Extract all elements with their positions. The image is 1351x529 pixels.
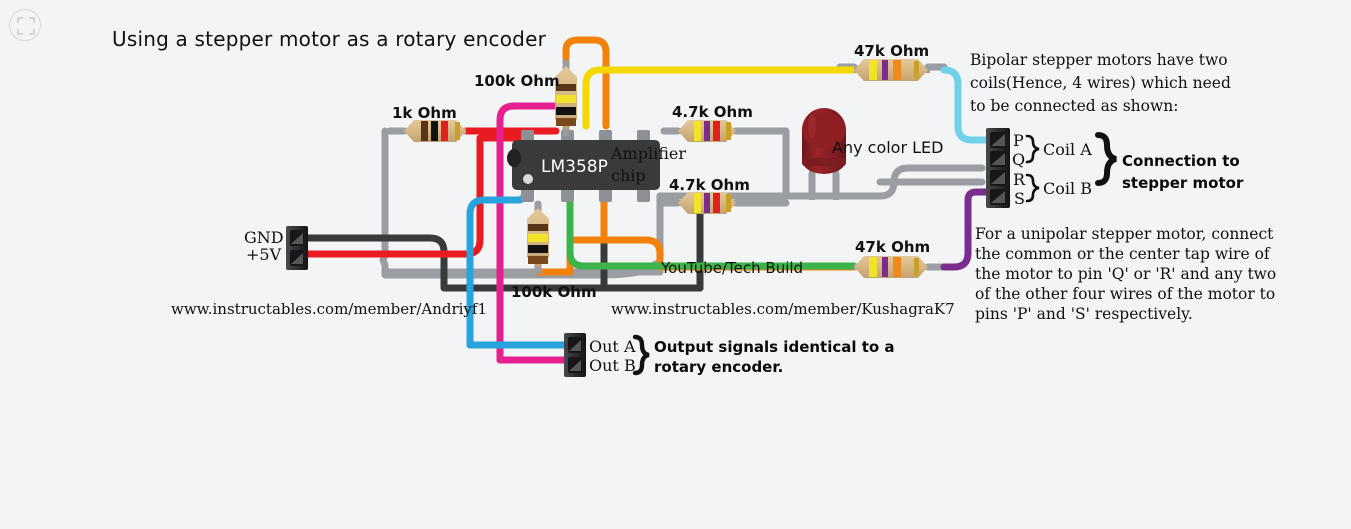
chip-annotation-line1: Amplifier <box>611 144 686 163</box>
resistor-label-100k-top: 100k Ohm <box>474 72 560 90</box>
resistor-label-47k-top: 47k Ohm <box>854 42 930 60</box>
bipolar-note-line3: to be connected as shown: <box>970 97 1179 115</box>
resistor-label-100k-bottom: 100k Ohm <box>511 283 597 301</box>
brace-coil-a <box>1025 134 1040 164</box>
motor-note-line1: Connection to <box>1122 152 1240 170</box>
resistor-100k-top <box>555 62 577 136</box>
power-header[interactable] <box>286 226 308 270</box>
resistor-label-4k7-top: 4.7k Ohm <box>672 103 753 121</box>
amplifier-chip: LM358P <box>507 130 660 202</box>
unipolar-note-line3: the motor to pin 'Q' or 'R' and any two <box>975 265 1277 283</box>
output-note-line2: rotary encoder. <box>654 358 784 376</box>
output-pin-label-b: Out B <box>589 356 636 375</box>
youtube-credit: YouTube/Tech Build <box>661 259 804 277</box>
credit-url-left: www.instructables.com/member/Andriyf1 <box>171 300 488 318</box>
resistor-4k7-top <box>678 120 736 142</box>
resistor-47k-top <box>854 59 930 81</box>
resistor-1k <box>404 120 466 142</box>
bipolar-note-line1: Bipolar stepper motors have two <box>970 51 1228 69</box>
credit-url-right: www.instructables.com/member/KushagraK7 <box>611 300 955 318</box>
brace-coil-b <box>1025 173 1040 203</box>
resistor-4k7-bottom <box>678 192 736 214</box>
chip-label: LM358P <box>541 157 608 177</box>
output-note-line1: Output signals identical to a <box>654 338 895 356</box>
fullscreen-button[interactable] <box>9 9 41 41</box>
motor-pin-label-q: Q <box>1012 150 1026 169</box>
output-pin-label-a: Out A <box>589 337 636 356</box>
motor-pin-label-r: R <box>1013 170 1026 189</box>
chip-annotation-line2: chip <box>611 166 646 185</box>
motor-note-line2: stepper motor <box>1122 174 1244 192</box>
unipolar-note-line1: For a unipolar stepper motor, connect <box>975 225 1274 243</box>
led-component <box>802 108 846 200</box>
unipolar-note-line5: pins 'P' and 'S' respectively. <box>975 305 1193 323</box>
resistor-label-47k-bottom: 47k Ohm <box>855 238 931 256</box>
brace-motor <box>1095 132 1117 186</box>
coil-b-label: Coil B <box>1043 179 1092 198</box>
page-title: Using a stepper motor as a rotary encode… <box>112 27 546 51</box>
power-pin-label-gnd: GND <box>244 228 284 247</box>
resistor-label-1k: 1k Ohm <box>392 104 457 122</box>
unipolar-note-line2: the common or the center tap wire of <box>975 245 1270 263</box>
resistor-47k-bottom <box>854 256 930 278</box>
resistor-label-4k7-bottom: 4.7k Ohm <box>669 176 750 194</box>
motor-header[interactable] <box>986 128 1010 208</box>
resistor-100k-bottom <box>527 206 549 274</box>
unipolar-note-line4: of the other four wires of the motor to <box>975 285 1276 303</box>
output-header[interactable] <box>564 333 586 377</box>
bipolar-note-line2: coils(Hence, 4 wires) which need <box>970 74 1231 92</box>
coil-a-label: Coil A <box>1043 140 1092 159</box>
motor-pin-label-s: S <box>1014 189 1025 208</box>
power-pin-label-5v: +5V <box>246 245 282 264</box>
motor-pin-label-p: P <box>1013 131 1024 150</box>
brace-output <box>632 334 650 376</box>
led-label: Any color LED <box>832 138 944 157</box>
